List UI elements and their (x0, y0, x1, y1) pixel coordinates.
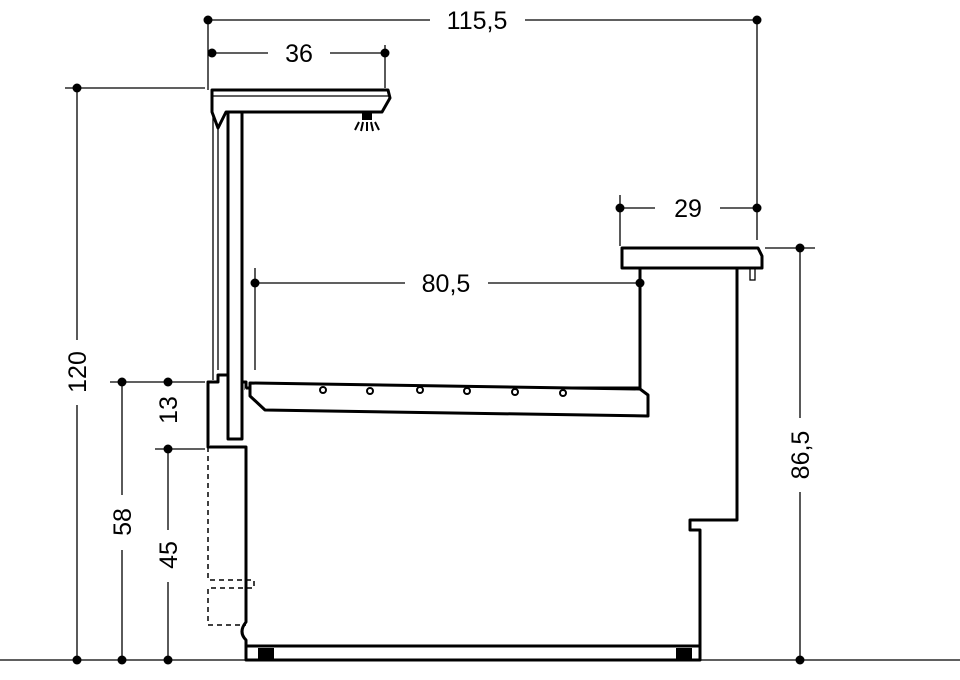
dim-label: 36 (285, 40, 313, 68)
dim-label: 13 (155, 396, 183, 424)
dim-label: 58 (109, 508, 137, 536)
dim-label: 45 (155, 541, 183, 569)
dim-lower-front-height: 45 (155, 449, 183, 665)
foot-right (676, 648, 692, 660)
dim-front-step: 13 (155, 377, 205, 454)
foot-left (258, 648, 274, 660)
display-deck (248, 381, 650, 418)
canopy (210, 88, 392, 130)
counter-base (208, 266, 739, 662)
dashed-panel (207, 447, 255, 626)
dim-label: 120 (64, 351, 92, 393)
dim-inner-depth: 80,5 (250, 268, 645, 370)
dim-label: 80,5 (422, 270, 471, 298)
dim-label: 29 (674, 195, 702, 223)
dim-counter-height: 86,5 (765, 243, 815, 665)
canopy-post (226, 110, 244, 441)
dim-top-shelf-depth: 29 (615, 195, 762, 246)
dim-canopy-depth: 36 (207, 40, 390, 88)
top-shelf (620, 246, 764, 270)
dim-label: 115,5 (447, 7, 508, 35)
dim-total-height: 120 (64, 83, 205, 665)
lamp-icon (354, 113, 380, 132)
deck-holes (319, 386, 567, 397)
dim-label: 86,5 (787, 431, 815, 480)
dim-front-height: 58 (109, 377, 205, 665)
